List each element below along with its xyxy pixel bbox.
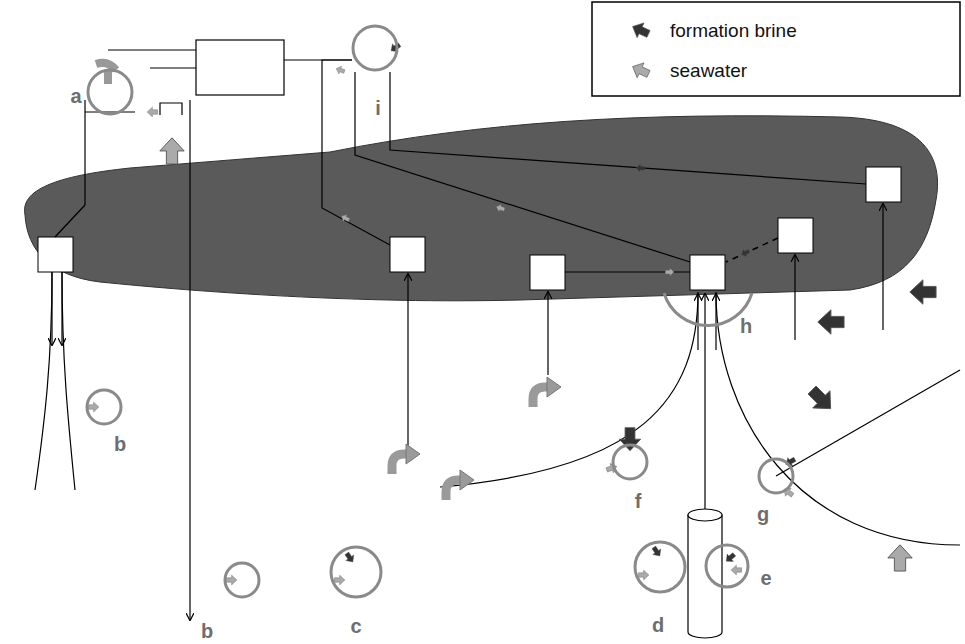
callout-letter: h [740, 316, 752, 336]
callout-letter: g [757, 504, 769, 524]
legend-text: seawater [670, 61, 747, 80]
callout-letter: b [201, 621, 213, 641]
callout-letter: a [70, 86, 81, 106]
callout-letter: c [350, 616, 361, 636]
callout-letter: e [760, 568, 771, 588]
legend-text: formation brine [670, 21, 797, 40]
callout-letter: f [635, 491, 642, 511]
callout-letter: b [114, 434, 126, 454]
callout-letter: i [375, 98, 381, 118]
callout-letter: d [652, 615, 664, 635]
